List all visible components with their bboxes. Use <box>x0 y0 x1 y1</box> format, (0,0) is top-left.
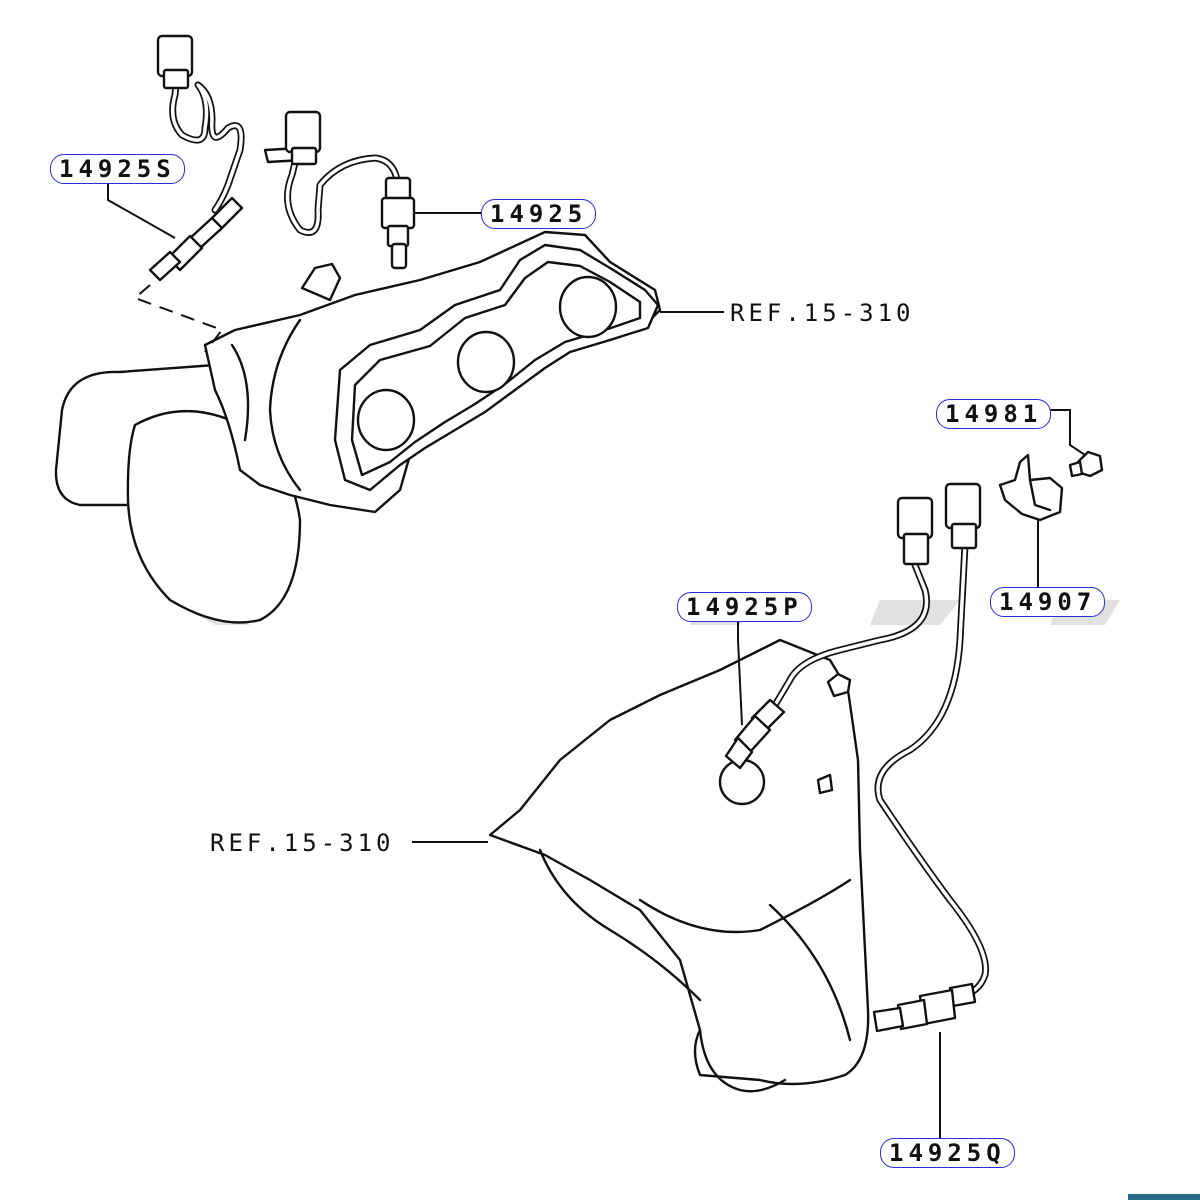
part-label-14925q[interactable]: 14925Q <box>880 1138 1015 1168</box>
lower-exhaust-manifold <box>488 638 870 1093</box>
watermark <box>170 600 1120 625</box>
bracket-14907[interactable] <box>998 453 1064 522</box>
oxygen-sensor-14925[interactable] <box>263 110 416 270</box>
upper-exhaust-manifold <box>54 230 662 624</box>
install-dash-line <box>133 284 224 353</box>
ref-label-lower-manifold[interactable]: REF.15-310 <box>210 829 395 857</box>
part-label-14981[interactable]: 14981 <box>936 399 1052 429</box>
oxygen-sensor-14925q[interactable] <box>872 482 990 1033</box>
part-label-14907[interactable]: 14907 <box>990 587 1106 617</box>
part-label-14925[interactable]: 14925 <box>481 199 597 229</box>
leader-lines <box>107 183 1086 1140</box>
oxygen-sensor-14925p[interactable] <box>724 496 934 770</box>
oxygen-sensor-14925s[interactable] <box>148 34 245 282</box>
part-label-14925s[interactable]: 14925S <box>50 154 185 184</box>
corner-strip <box>1128 1194 1200 1200</box>
part-label-14925p[interactable]: 14925P <box>677 592 812 622</box>
bolt-14981[interactable] <box>1068 450 1104 478</box>
ref-label-upper-manifold[interactable]: REF.15-310 <box>730 299 915 327</box>
